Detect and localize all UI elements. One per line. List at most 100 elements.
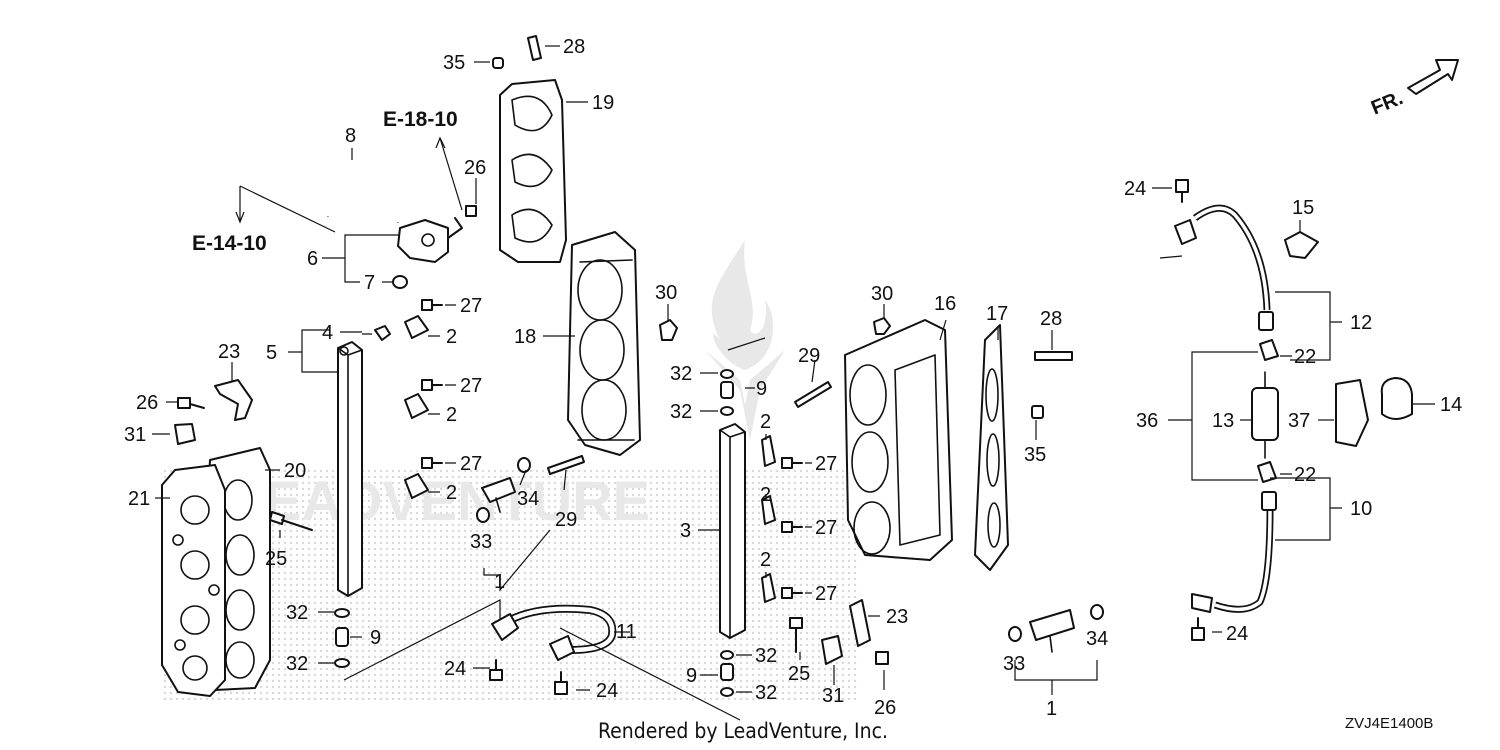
callout-27: 27: [460, 453, 482, 475]
callout-27: 27: [815, 583, 837, 605]
callout-20: 20: [284, 460, 306, 482]
fuel-injector-left: [481, 477, 516, 513]
bracket-group-left: [404, 315, 429, 499]
seals: [334, 57, 1104, 697]
callout-1: 1: [494, 571, 505, 593]
callout-2: 2: [446, 482, 457, 504]
callout-32: 32: [755, 682, 777, 704]
callout-7: 7: [364, 272, 375, 294]
callout-30: 30: [871, 283, 893, 305]
bracket-group-right: [761, 435, 776, 603]
fuel-tube-lower: [1191, 491, 1277, 613]
callout-26: 26: [874, 697, 896, 719]
callout-numbers: 35 28 19 8 26 6 7 27 4 2 5 23 26 31 20 2…: [124, 36, 1462, 720]
callout-10: 10: [1350, 498, 1372, 520]
callout-2: 2: [760, 549, 771, 571]
callout-4: 4: [322, 322, 333, 344]
callout-26: 26: [136, 392, 158, 414]
callout-24: 24: [1124, 178, 1146, 200]
callout-2: 2: [760, 484, 771, 506]
callout-24: 24: [596, 680, 618, 702]
callout-31: 31: [124, 424, 146, 446]
callout-14: 14: [1440, 394, 1462, 416]
callout-34: 34: [517, 488, 539, 510]
callout-32: 32: [755, 645, 777, 667]
callout-22: 22: [1294, 464, 1316, 486]
callout-33: 33: [470, 531, 492, 553]
callout-11: 11: [616, 621, 637, 643]
head-gasket-inner: [161, 464, 226, 697]
intake-manifold-right: [844, 319, 953, 561]
callout-1: 1: [1046, 698, 1057, 720]
callout-31: 31: [822, 685, 844, 707]
fuel-injector-right: [1029, 609, 1075, 653]
callout-26: 26: [464, 157, 486, 179]
callout-34: 34: [1086, 628, 1108, 650]
callout-32: 32: [286, 653, 308, 675]
reference-label-e-18-10: E-18-10: [383, 108, 458, 131]
callout-29: 29: [555, 509, 577, 531]
callout-17: 17: [986, 303, 1008, 325]
callout-27: 27: [815, 517, 837, 539]
callout-22: 22: [1294, 346, 1316, 368]
fuel-rail-left: [337, 341, 363, 597]
intake-gasket-right: [974, 324, 1009, 571]
callout-6: 6: [307, 248, 318, 270]
reference-leader-e-18-10: [435, 136, 463, 211]
fuel-hose-lower: [491, 604, 617, 661]
callout-28: 28: [1040, 308, 1062, 330]
callout-5: 5: [266, 342, 277, 364]
callout-13: 13: [1212, 410, 1234, 432]
callout-3: 3: [680, 520, 691, 542]
callout-21: 21: [128, 488, 150, 510]
callout-18: 18: [514, 326, 536, 348]
front-direction-arrow: FR.: [1368, 59, 1459, 120]
callout-23: 23: [886, 606, 908, 628]
watermark-text: LEADVENTURE: [230, 469, 650, 532]
callout-27: 27: [815, 453, 837, 475]
callout-16: 16: [934, 293, 956, 315]
reference-leader-e-14-10: [235, 185, 336, 233]
leader-lines: [152, 45, 1435, 721]
callout-2: 2: [446, 404, 457, 426]
nuts: [374, 317, 891, 341]
fuel-filter: [1251, 371, 1279, 459]
callout-12: 12: [1350, 312, 1372, 334]
footer-credit: Rendered by LeadVenture, Inc.: [598, 719, 888, 743]
bolts: [177, 179, 1205, 695]
callout-35: 35: [443, 52, 465, 74]
callout-25: 25: [265, 548, 287, 570]
callout-35: 35: [1024, 444, 1046, 466]
fuel-tube-upper: [1174, 204, 1274, 331]
callout-32: 32: [670, 363, 692, 385]
vacuum-hose: [326, 157, 400, 223]
diagram-code: ZVJ4E1400B: [1345, 715, 1433, 732]
callout-32: 32: [286, 602, 308, 624]
callout-24: 24: [1226, 623, 1248, 645]
studs: [527, 35, 1073, 475]
clips: [174, 231, 1413, 665]
callout-27: 27: [460, 295, 482, 317]
fuel-rail-right: [719, 423, 746, 639]
callout-24: 24: [444, 658, 466, 680]
callout-15: 15: [1292, 197, 1314, 219]
intake-gasket-upper: [499, 79, 567, 263]
callout-2: 2: [760, 411, 771, 433]
callout-33: 33: [1003, 653, 1025, 675]
callout-8: 8: [345, 125, 356, 147]
intake-manifold-left: [567, 231, 641, 456]
callout-30: 30: [655, 282, 677, 304]
front-direction-label: FR.: [1368, 87, 1406, 119]
callout-23: 23: [218, 341, 240, 363]
callout-25: 25: [788, 663, 810, 685]
callout-9: 9: [756, 378, 767, 400]
reference-label-e-14-10: E-14-10: [192, 232, 267, 255]
callout-9: 9: [370, 627, 381, 649]
filter-cover: [1335, 379, 1369, 447]
callout-2: 2: [446, 326, 457, 348]
pressure-regulator: [397, 217, 463, 263]
callout-29: 29: [798, 345, 820, 367]
callout-28: 28: [563, 36, 585, 58]
callout-36: 36: [1136, 410, 1158, 432]
callout-27: 27: [460, 375, 482, 397]
